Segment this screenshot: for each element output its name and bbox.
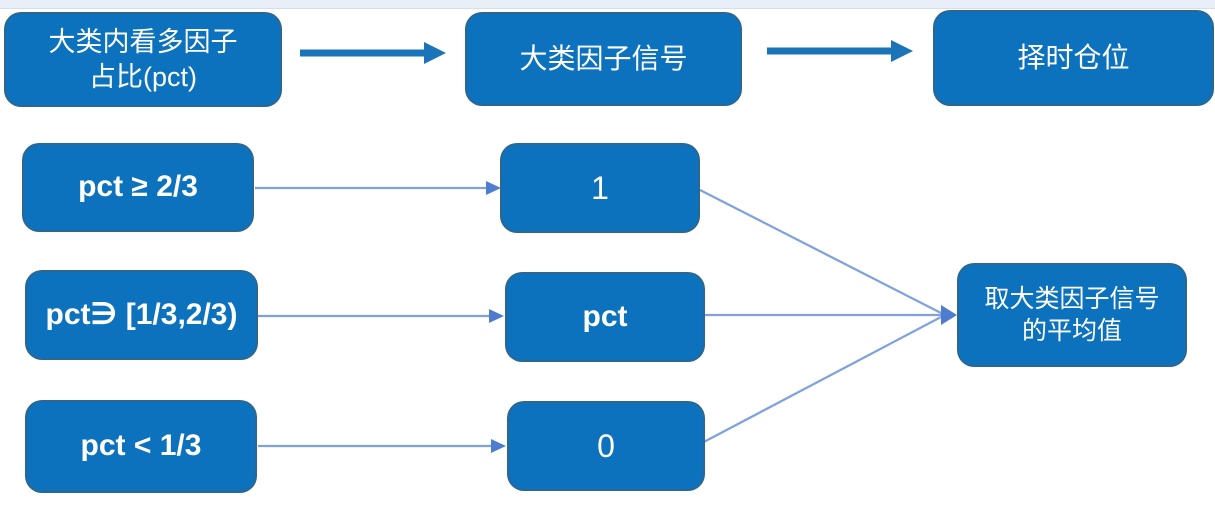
node-input-ratio: 大类内看多因子 占比(pct) [4, 12, 282, 107]
node-input-ratio-line1: 大类内看多因子 [48, 26, 238, 57]
node-signal-one-label: 1 [591, 169, 609, 206]
node-average-signal: 取大类因子信号 的平均值 [957, 263, 1187, 367]
arrow-one-to-average [699, 188, 942, 315]
node-factor-signal: 大类因子信号 [465, 12, 742, 106]
arrow-input-to-signal-head [424, 42, 446, 64]
node-cond-mid-label: pct∋ [1/3,2/3) [45, 297, 238, 331]
node-factor-signal-label: 大类因子信号 [519, 43, 688, 75]
arrow-converge-head [941, 305, 957, 325]
node-cond-low-label: pct < 1/3 [80, 429, 202, 463]
node-cond-low: pct < 1/3 [25, 400, 257, 493]
node-signal-zero-label: 0 [597, 427, 615, 464]
top-strip-divider [0, 0, 1215, 9]
arrow-cond-high-to-one-head [486, 181, 501, 195]
node-cond-high: pct ≥ 2/3 [22, 143, 254, 232]
arrow-cond-low-to-zero-head [491, 439, 506, 453]
node-signal-one: 1 [500, 143, 700, 233]
node-average-signal-line1: 取大类因子信号 [984, 285, 1160, 313]
node-average-signal-line2: 的平均值 [1021, 317, 1122, 345]
node-input-ratio-line2: 占比(pct) [89, 61, 197, 92]
node-timing-position: 择时仓位 [933, 10, 1214, 106]
arrow-signal-to-position-head [891, 40, 913, 62]
node-cond-high-label: pct ≥ 2/3 [78, 170, 198, 204]
arrow-zero-to-average [699, 316, 942, 445]
arrow-cond-mid-to-pct-head [489, 309, 504, 323]
node-signal-pct: pct [505, 272, 705, 362]
node-signal-zero: 0 [507, 401, 705, 491]
node-timing-position-label: 择时仓位 [1017, 42, 1130, 74]
node-signal-pct-label: pct [582, 299, 628, 333]
node-cond-mid: pct∋ [1/3,2/3) [25, 270, 258, 360]
